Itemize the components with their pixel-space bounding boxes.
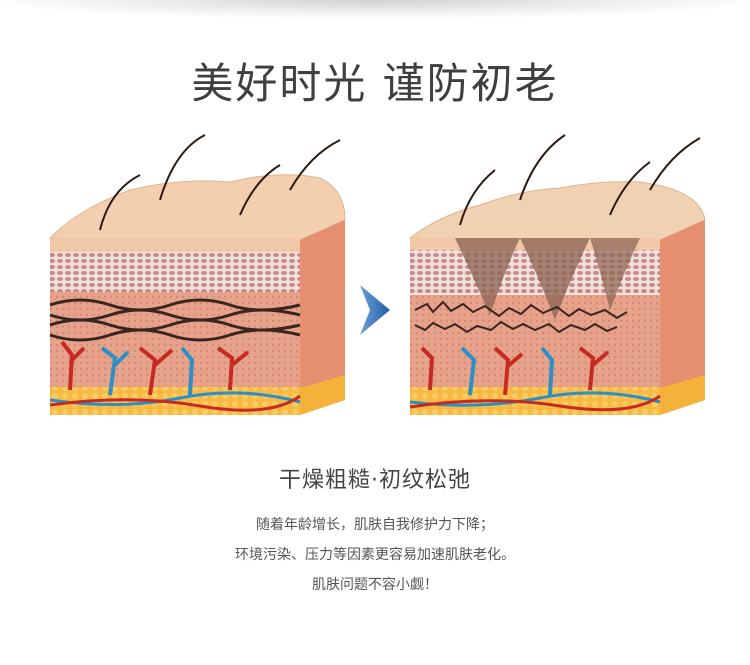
top-shadow-divider — [0, 0, 750, 18]
subheadline: 干燥粗糙·初纹松弛 — [279, 468, 471, 493]
skin-cross-section-aged-icon — [408, 134, 706, 415]
description-line: 随着年龄增长，肌肤自我修护力下降； — [256, 517, 494, 533]
description-line: 环境污染、压力等因素更容易加速肌肤老化。 — [235, 547, 515, 563]
skin-cross-section-healthy-icon — [48, 134, 346, 415]
skin-comparison-illustration — [48, 134, 706, 415]
headline: 美好时光 谨防初老 — [191, 59, 559, 108]
description-line: 肌肤问题不容小觑！ — [312, 577, 438, 593]
description: 随着年龄增长，肌肤自我修护力下降； 环境污染、压力等因素更容易加速肌肤老化。 肌… — [0, 510, 750, 600]
arrow-right-icon — [360, 285, 390, 335]
